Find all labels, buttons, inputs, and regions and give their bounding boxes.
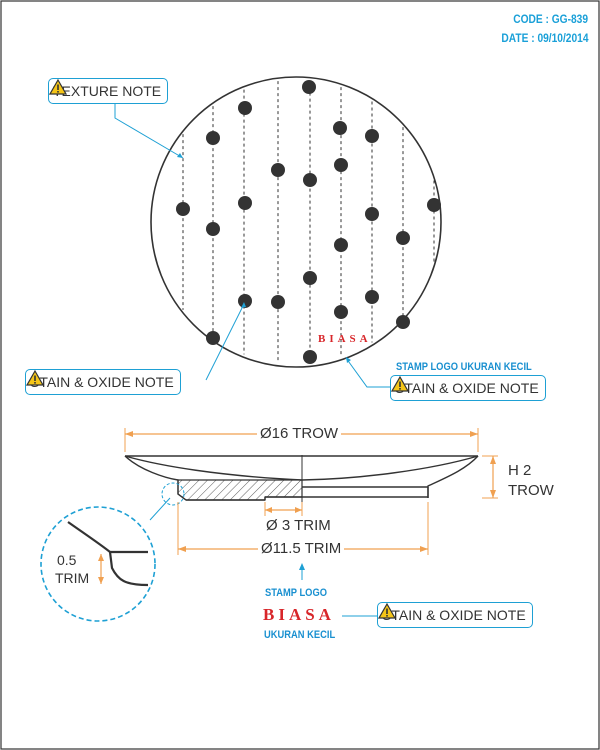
stain-dot: [396, 231, 410, 245]
stain-dot: [302, 80, 316, 94]
stain-oxide-note-left: STAIN & OXIDE NOTE: [25, 369, 181, 395]
stamp-caption-bottom-2: UKURAN KECIL: [264, 629, 336, 641]
stain-dot: [176, 202, 190, 216]
stain-dot: [334, 158, 348, 172]
stain-dot: [206, 222, 220, 236]
stain-oxide-left-text: STAIN & OXIDE NOTE: [30, 374, 174, 390]
stamp-caption-top: STAMP LOGO UKURAN KECIL: [396, 361, 532, 373]
stain-dot: [334, 238, 348, 252]
drawing-code: CODE : GG-839: [513, 12, 588, 26]
stain-dot: [365, 290, 379, 304]
stain-dot: [206, 331, 220, 345]
stain-dots: [176, 80, 441, 364]
detail-dimension-2: TRIM: [55, 570, 90, 586]
stamp-logo-bottom: BIASA: [263, 605, 335, 624]
height-label-1: H 2: [508, 462, 532, 479]
stain-dot: [271, 163, 285, 177]
stain-oxide-note-right: STAIN & OXIDE NOTE: [390, 375, 546, 401]
texture-note-text: TEXTURE NOTE: [53, 83, 162, 99]
stain-dot: [365, 129, 379, 143]
stain-dot: [238, 101, 252, 115]
stain-dot: [427, 198, 441, 212]
detail-view: [40, 506, 156, 622]
height-label-2: TROW: [508, 482, 554, 499]
stain-oxide-bottom-text: STAIN & OXIDE NOTE: [382, 607, 526, 623]
stain-dot: [238, 196, 252, 210]
leader-lines: [114, 103, 390, 617]
stain-oxide-note-bottom: STAIN & OXIDE NOTE: [377, 602, 533, 628]
outer-diameter-label: Ø16 TROW: [257, 425, 342, 442]
warning-icon: [49, 79, 67, 95]
stain-dot: [303, 350, 317, 364]
stain-dot: [396, 315, 410, 329]
foot-diameter-label: Ø11.5 TRIM: [258, 540, 345, 557]
detail-dimension-1: 0.5: [57, 552, 77, 568]
stain-oxide-right-text: STAIN & OXIDE NOTE: [395, 380, 539, 396]
texture-note-callout: TEXTURE NOTE: [48, 78, 169, 104]
stain-dot: [303, 173, 317, 187]
stamp-logo-top: BIASA: [318, 333, 372, 345]
warning-icon: [26, 370, 44, 386]
stain-dot: [206, 131, 220, 145]
inner-diameter-label: Ø 3 TRIM: [266, 517, 331, 534]
stamp-caption-bottom-1: STAMP LOGO: [265, 587, 327, 599]
plate-side-section: [124, 455, 479, 502]
stain-dot: [365, 207, 379, 221]
stain-dot: [271, 295, 285, 309]
warning-icon: [378, 603, 396, 619]
dimension-lines: [98, 428, 498, 584]
drawing-date: DATE : 09/10/2014: [500, 31, 588, 45]
warning-icon: [391, 376, 409, 392]
stain-dot: [303, 271, 317, 285]
stain-dot: [333, 121, 347, 135]
stain-dot: [238, 294, 252, 308]
stain-dot: [334, 305, 348, 319]
